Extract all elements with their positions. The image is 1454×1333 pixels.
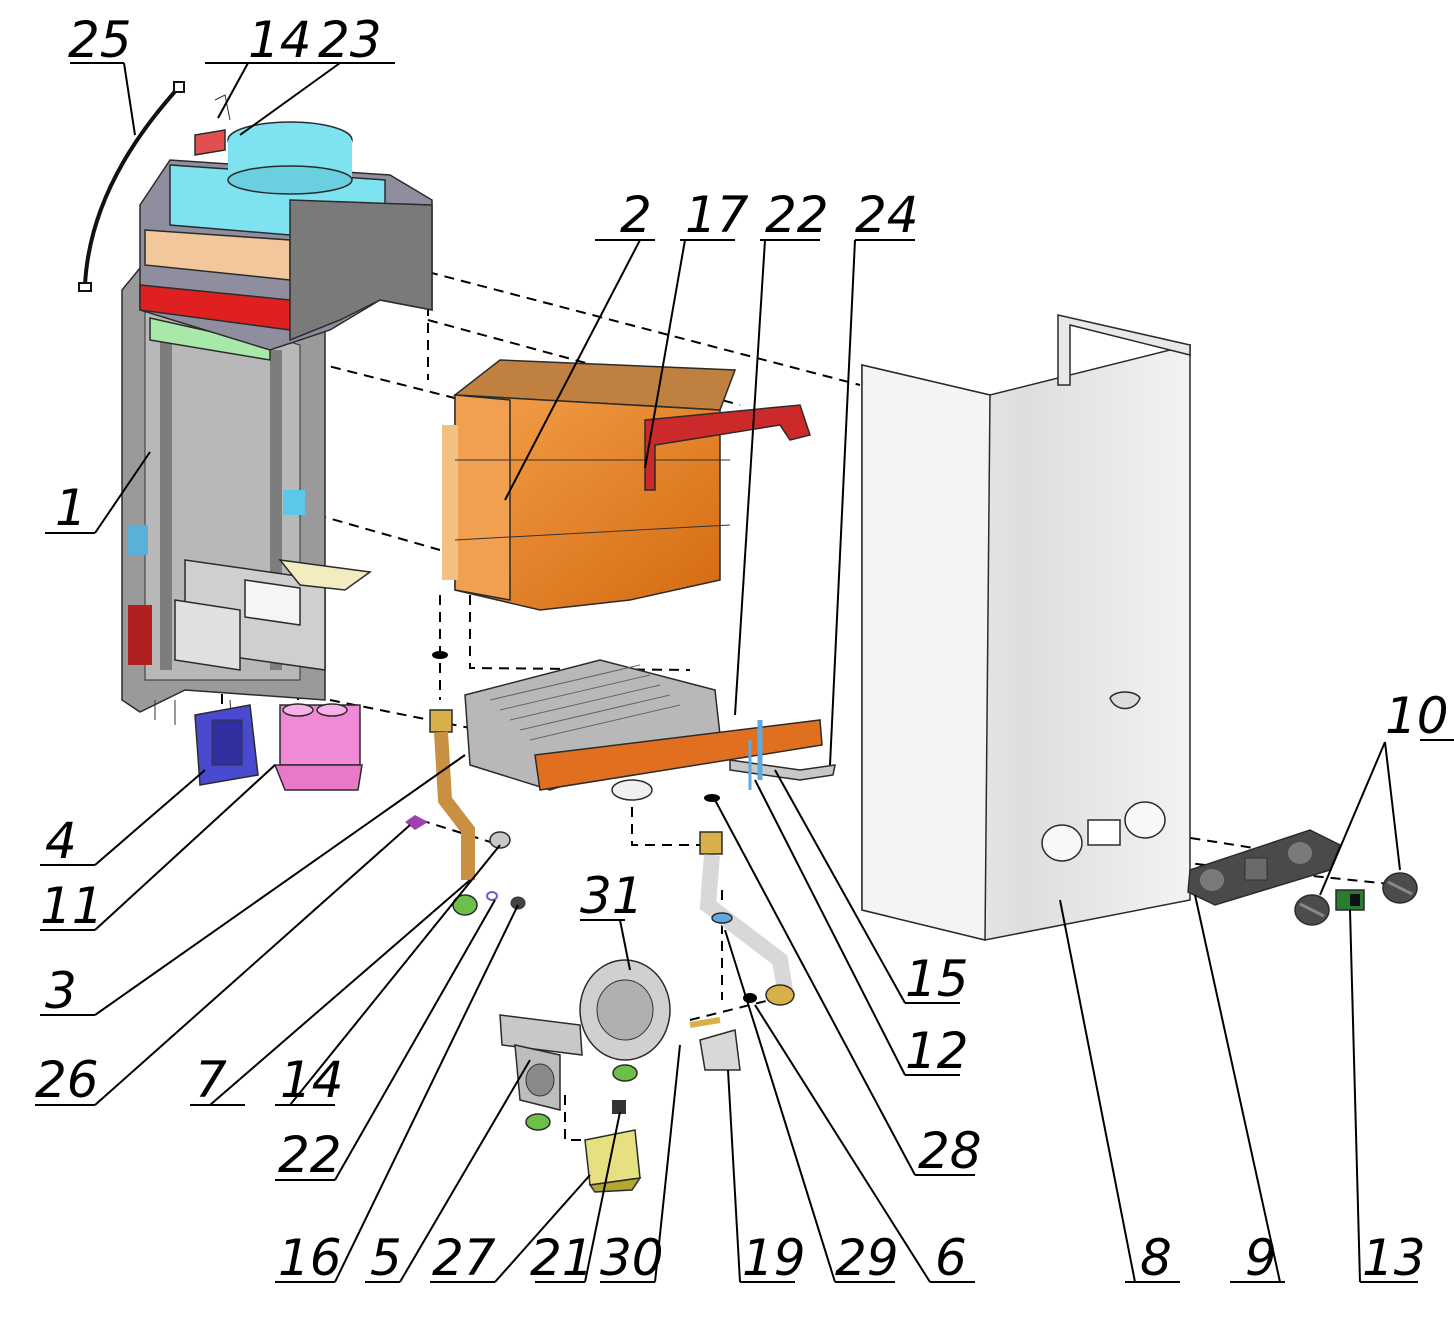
- callout-3: 3: [45, 962, 77, 1020]
- callout-8: 8: [1140, 1229, 1172, 1287]
- callout-10: 10: [1385, 687, 1449, 745]
- callout-28: 28: [918, 1122, 982, 1180]
- callout-4: 4: [45, 812, 77, 870]
- callout-11: 11: [40, 877, 104, 935]
- transformer-part-11: [273, 703, 363, 791]
- housing-cover-part-8: [861, 314, 1191, 941]
- washers: [405, 651, 757, 1003]
- callout-7: 7: [195, 1051, 227, 1109]
- heat-exchanger-part-2: [442, 359, 811, 611]
- callout-14-top: 14: [248, 11, 312, 69]
- callout-12: 12: [905, 1022, 969, 1080]
- callout-22-top: 22: [765, 186, 829, 244]
- callout-2: 2: [620, 186, 652, 244]
- callout-1: 1: [55, 479, 87, 537]
- callout-26: 25: [68, 11, 132, 69]
- callout-19: 19: [742, 1229, 806, 1287]
- battery-box-part-4: [194, 704, 259, 786]
- callout-24: 24: [855, 186, 919, 244]
- pipe-part-28: [699, 831, 795, 1006]
- callout-9: 9: [1245, 1229, 1277, 1287]
- callout-17: 17: [685, 186, 749, 244]
- callout-27: 27: [432, 1229, 496, 1287]
- callout-14-bottom: 14: [280, 1051, 344, 1109]
- callout-30: 30: [600, 1229, 664, 1287]
- callout-16: 16: [278, 1229, 342, 1287]
- solenoid-part-21: [584, 1100, 642, 1193]
- callout-25: 26: [35, 1051, 99, 1109]
- electrode-part-24: [729, 720, 836, 790]
- callout-6: 6: [935, 1229, 967, 1287]
- callout-5: 5: [370, 1229, 402, 1287]
- fan-hood: [139, 94, 433, 351]
- callout-labels: 25 14 23 2 17 22 24 1 4 11 3 26 7 14 22 …: [35, 11, 1449, 1287]
- callout-29: 29: [835, 1229, 899, 1287]
- callout-23: 23: [318, 11, 382, 69]
- pipe-part-7: [429, 709, 478, 916]
- callout-15: 15: [905, 950, 969, 1008]
- callout-22-bottom: 22: [278, 1126, 342, 1184]
- cable-part-26: [78, 81, 185, 292]
- callout-31: 31: [580, 867, 644, 925]
- callout-21: 21: [530, 1229, 594, 1287]
- frame-part-1: [121, 267, 372, 736]
- burner-part-3: [464, 659, 823, 801]
- leader-lines: [35, 62, 1454, 1283]
- knob-part-10-left: [1294, 894, 1330, 926]
- switch-part-13: [1335, 889, 1365, 911]
- knob-part-10-right: [1382, 872, 1418, 904]
- callout-13: 13: [1362, 1229, 1426, 1287]
